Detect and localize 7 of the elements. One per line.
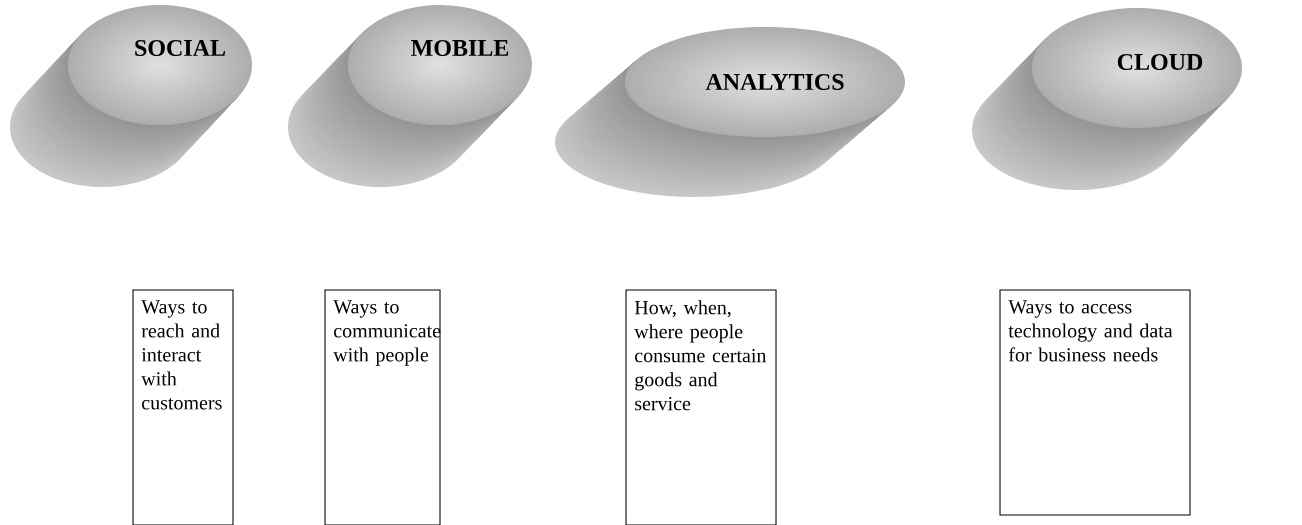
text-box: Ways to reach and interact with customers	[132, 289, 234, 525]
text-box: Ways to communicate with people	[324, 289, 441, 525]
node-label: SOCIAL	[135, 39, 226, 57]
cylinder-disc: CLOUD	[972, 8, 1242, 190]
node-label: MOBILE	[411, 39, 509, 57]
text-box: Ways to access technology and data for business needs	[999, 289, 1191, 516]
text-box: How, when, where people consume certain goods and service	[625, 289, 777, 525]
